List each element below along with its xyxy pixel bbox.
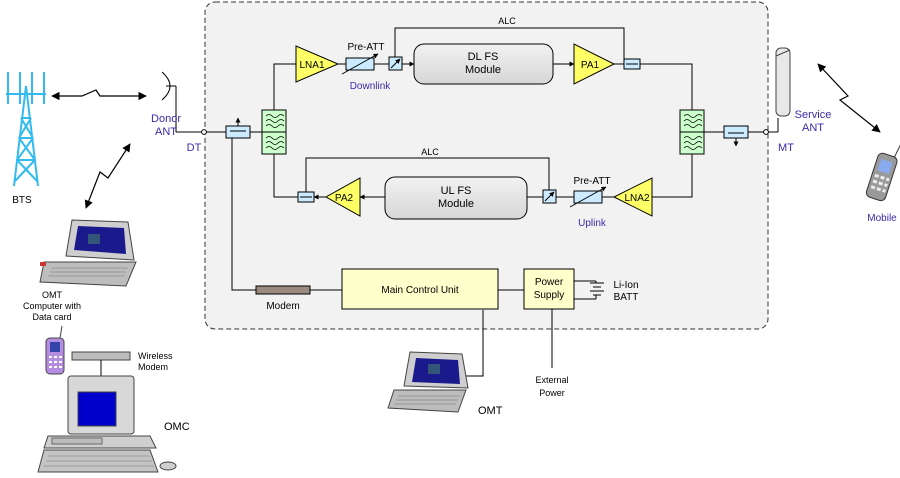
service-ant-label-1: Service — [795, 109, 832, 121]
omt-left-label-3: Data card — [32, 312, 71, 322]
wireless-modem-icon — [72, 352, 130, 376]
downlink-label: Downlink — [350, 81, 392, 92]
duplexer-left — [262, 110, 286, 154]
donor-ant-label-1: Donor — [151, 113, 181, 125]
omt-left-label-2: Computer with — [23, 301, 81, 311]
modem-block — [256, 286, 310, 294]
external-power-label-1: External — [535, 375, 568, 385]
laptop-icon — [40, 220, 136, 286]
battery-label-1: Li-Ion — [613, 280, 638, 291]
uplink-label: Uplink — [578, 218, 607, 229]
service-ant-label-2: ANT — [802, 122, 824, 134]
power-supply-label-1: Power — [535, 277, 564, 288]
lightning-link-icon — [52, 90, 146, 96]
modem-label: Modem — [266, 301, 299, 312]
pa2-label: PA2 — [335, 193, 354, 204]
alc-mid-label: ALC — [421, 147, 439, 157]
ul-fs-label-1: UL FS — [441, 185, 472, 197]
mt-label: MT — [778, 142, 794, 154]
pa1-label: PA1 — [581, 60, 600, 71]
dt-port — [202, 130, 207, 135]
lna1-label: LNA1 — [299, 60, 324, 71]
lightning-link-icon — [818, 64, 880, 132]
pre-att-dl-label: Pre-ATT — [347, 42, 384, 53]
dl-detector — [389, 57, 402, 70]
omc-label: OMC — [164, 421, 190, 433]
pre-att-ul-label: Pre-ATT — [573, 176, 610, 187]
dl-fs-label-2: Module — [465, 64, 501, 76]
mobile-label: Mobile — [867, 213, 897, 224]
radio-tower-icon — [6, 72, 46, 186]
omt-left-label-1: OMT — [42, 290, 62, 300]
dl-fs-label-1: DL FS — [468, 51, 499, 63]
power-supply-label-2: Supply — [534, 290, 565, 301]
mobile-phone-icon — [865, 139, 900, 202]
battery-label-2: BATT — [614, 292, 639, 303]
laptop-icon — [388, 352, 468, 412]
mobile-phone-icon — [46, 326, 64, 374]
wireless-modem-label-1: Wireless — [138, 351, 173, 361]
alc-top-label: ALC — [498, 16, 516, 26]
ul-detector — [543, 190, 556, 203]
ul-fs-label-2: Module — [438, 198, 474, 210]
external-power-label-2: Power — [539, 388, 565, 398]
lightning-link-icon — [86, 144, 130, 208]
dt-label: DT — [187, 142, 202, 154]
main-control-label: Main Control Unit — [381, 285, 458, 296]
mt-port — [764, 130, 769, 135]
wireless-modem-label-2: Modem — [138, 362, 168, 372]
bts-label: BTS — [12, 195, 32, 206]
panel-antenna-icon — [776, 48, 790, 116]
lna2-label: LNA2 — [624, 193, 649, 204]
power-supply — [524, 269, 574, 309]
omt-bottom-label: OMT — [478, 405, 503, 417]
desktop-computer-icon — [38, 376, 176, 472]
duplexer-right — [680, 110, 704, 154]
donor-ant-label-2: ANT — [155, 126, 177, 138]
